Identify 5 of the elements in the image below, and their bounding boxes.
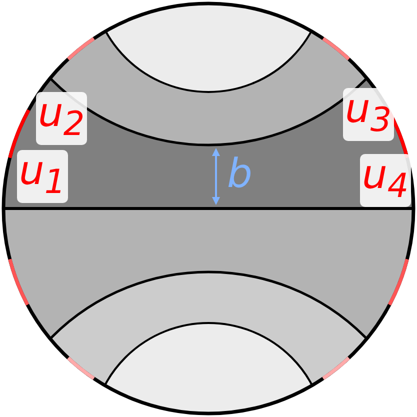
variable-label: u$_{1}$ (17, 150, 68, 203)
variable-label: u$_{2}$ (36, 92, 87, 145)
variable-label: u$_{3}$ (343, 88, 394, 141)
variable-label: b (227, 154, 252, 194)
variable-label: u$_{4}$ (360, 154, 411, 207)
